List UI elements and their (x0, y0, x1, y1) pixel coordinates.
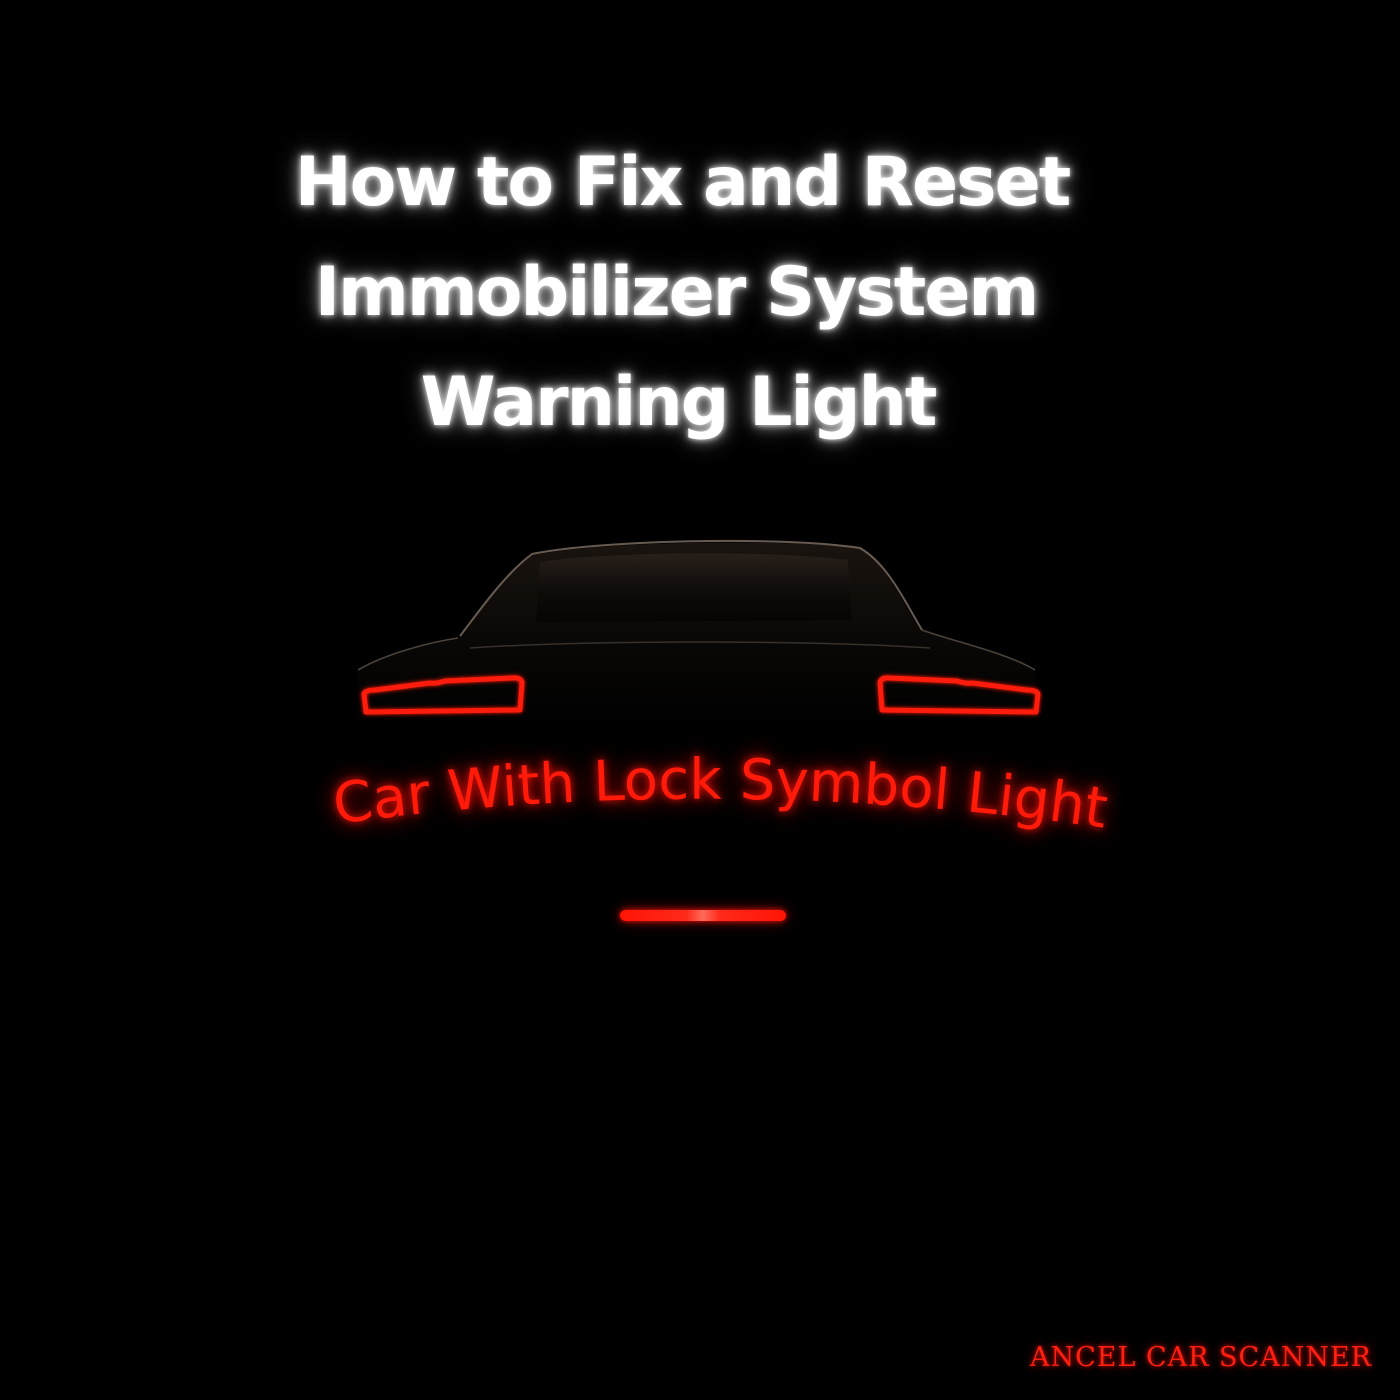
subtitle: Car With Lock Symbol Light (240, 740, 1200, 880)
car-silhouette-icon (355, 539, 1041, 730)
car-rear-illustration (340, 530, 1060, 730)
page-title: How to Fix and Reset Immobilizer System … (0, 128, 1400, 458)
title-line-1: How to Fix and Reset (294, 143, 1072, 222)
subtitle-text: Car With Lock Symbol Light (329, 748, 1111, 842)
right-taillight-icon (877, 675, 1041, 715)
brand-logo-text: ANCEL CAR SCANNER (1029, 1342, 1372, 1373)
title-line-2: Immobilizer System (314, 253, 1040, 332)
divider (620, 910, 786, 921)
left-taillight-icon (361, 675, 525, 715)
title-line-3: Warning Light (420, 363, 938, 442)
